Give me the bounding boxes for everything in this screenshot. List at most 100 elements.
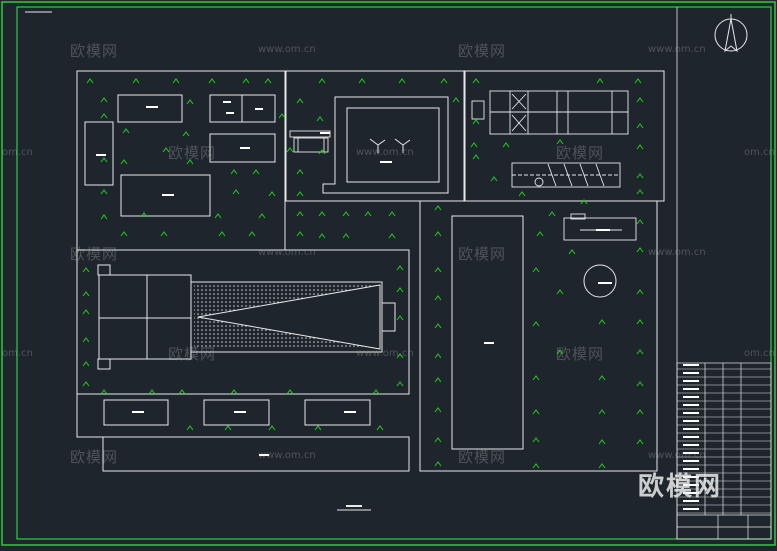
watermark-brand: 欧模网 [70,245,119,263]
title-block-row-mark [683,452,699,454]
caret-up-icon [224,425,232,431]
caret-up-icon [636,319,644,325]
caret-up-icon [318,211,326,217]
watermark-url: www.om.cn [356,147,414,158]
watermark-brand: 欧模网 [70,42,119,60]
watermark-url: om.cn [744,147,775,158]
watermark-url: www.om.cn [258,44,316,55]
caret-up-icon [318,149,326,155]
zone-north-east [464,70,665,202]
caret-up-icon [532,321,540,327]
caret-up-icon [636,173,644,179]
label-mark [96,154,106,156]
caret-up-icon [286,389,294,395]
caret-up-icon [242,78,250,84]
building-e [120,174,211,217]
caret-up-icon [100,97,108,103]
watermark-url: www.om.cn [648,450,706,461]
caret-up-icon [556,289,564,295]
caret-up-icon [536,231,544,237]
watermark-url: www.om.cn [648,44,706,55]
caret-up-icon [314,425,322,431]
caret-up-icon [636,349,644,355]
caret-up-icon [452,97,460,103]
building-d [209,133,276,163]
caret-up-icon [490,176,498,182]
caret-up-icon [342,211,350,217]
caret-up-icon [636,189,644,195]
long-tank [451,215,524,450]
caret-up-icon [580,199,588,205]
caret-up-icon [296,98,304,104]
label-mark [146,106,158,108]
caret-up-icon [278,113,286,119]
caret-up-icon [434,377,442,383]
caret-up-icon [318,233,326,239]
caret-up-icon [296,169,304,175]
caret-up-icon [636,219,644,225]
caret-up-icon [636,381,644,387]
caret-up-icon [398,78,406,84]
caret-up-icon [82,381,90,387]
caret-up-icon [636,97,644,103]
caret-up-icon [100,214,108,220]
caret-up-icon [388,233,396,239]
caret-up-icon [396,265,404,271]
caret-up-icon [596,78,604,84]
unreadable-label-marks [96,101,612,456]
drawing-caption-bar [337,505,371,511]
caret-up-icon [186,425,194,431]
watermark-brand: 欧模网 [458,448,507,466]
label-mark [259,454,269,456]
caret-up-icon [532,463,540,469]
inner-drawing-border [16,6,772,540]
caret-up-icon [82,361,90,367]
caret-up-icon [122,128,130,134]
caret-up-icon [434,267,442,273]
caret-up-icon [252,169,260,175]
title-block-row-mark [683,468,699,470]
label-mark [320,132,330,134]
caret-up-icon [396,315,404,321]
east-yard-items [451,215,617,450]
caret-up-icon [434,231,442,237]
label-mark [596,229,610,231]
caret-up-icon [364,211,372,217]
caret-up-icon [556,139,564,145]
caret-up-icon [296,211,304,217]
caret-up-icon [318,78,326,84]
watermark-url: www.om.cn [648,247,706,258]
caret-up-icon [132,78,140,84]
nw-buildings [84,94,276,217]
label-mark [484,342,494,344]
caret-up-icon [518,191,526,197]
zone-south-building [102,436,410,472]
title-block-row-mark [683,388,699,390]
caret-up-icon [232,189,240,195]
label-mark [223,101,231,103]
caret-up-icon [472,119,480,125]
caret-up-icon [268,425,276,431]
caret-up-icon [296,191,304,197]
conveyor-equipment [511,162,621,188]
title-block-row-mark [683,444,699,446]
round-tank [583,264,617,298]
watermark-brand: 欧模网 [556,345,605,363]
title-block-row-mark [683,492,699,494]
caret-up-icon [160,231,168,237]
caret-up-icon [342,233,350,239]
north-arrow-icon [714,14,748,53]
caret-up-icon [636,289,644,295]
watermark-url: om.cn [2,348,33,359]
caret-up-icon [264,78,272,84]
title-block-row-mark [683,412,699,414]
caret-up-icon [636,144,644,150]
caret-up-icon [100,189,108,195]
caret-up-icon [186,99,194,105]
label-mark [598,282,612,284]
caret-up-icon [376,425,384,431]
watermark-brand: 欧模网 [458,42,507,60]
title-block-row-mark [683,476,699,478]
